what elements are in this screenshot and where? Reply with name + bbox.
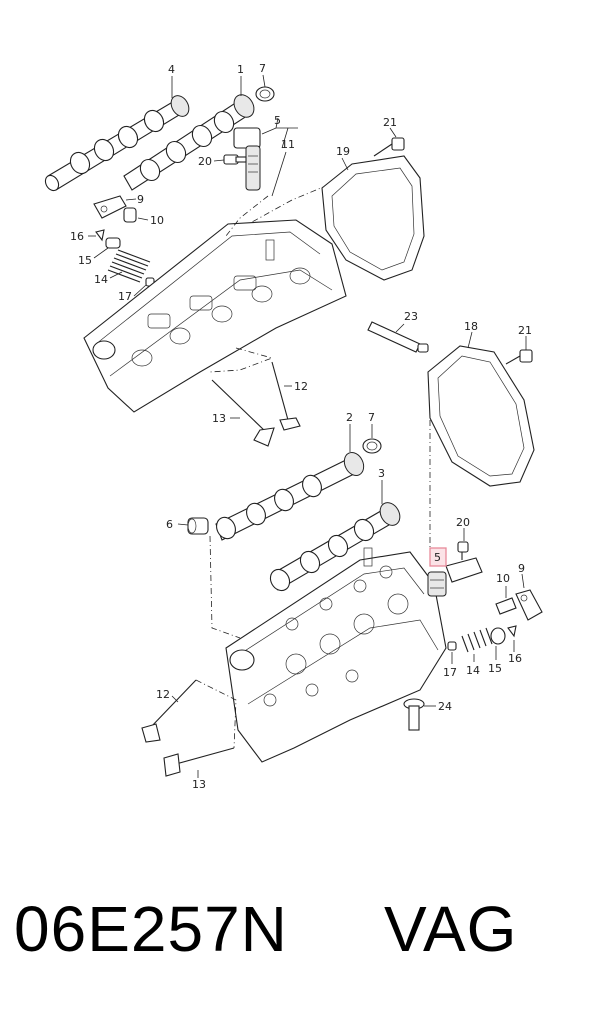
label-16-top: 16	[70, 230, 84, 243]
lifter-10-bottom	[495, 597, 517, 615]
label-7-top: 7	[259, 62, 266, 75]
label-10-bottom: 10	[496, 572, 510, 585]
bolt-21-mid	[505, 349, 533, 365]
label-9-bottom: 9	[518, 562, 525, 575]
camshaft-1	[123, 94, 255, 191]
valve-13-bottom	[163, 747, 235, 777]
cover-18	[427, 345, 535, 487]
label-17-bottom: 17	[443, 666, 457, 679]
bolt-21-top	[373, 137, 405, 157]
retainer-15-top	[105, 237, 121, 249]
label-10-top: 10	[150, 214, 164, 227]
rocker-9-top	[93, 195, 127, 219]
label-1: 1	[237, 63, 244, 76]
label-18: 18	[464, 320, 478, 333]
seal-7-top	[255, 86, 275, 102]
brand-name: VAG	[384, 893, 518, 965]
cylinder-head-bottom	[225, 547, 447, 763]
label-20-top: 20	[198, 155, 212, 168]
label-21-mid: 21	[518, 324, 532, 337]
label-19: 19	[336, 145, 350, 158]
camshaft-4	[44, 95, 190, 192]
label-4: 4	[168, 63, 175, 76]
camshaft-3	[269, 502, 401, 592]
camshaft-adjuster-valve-5-top	[233, 127, 261, 191]
label-15-bottom: 15	[488, 662, 502, 675]
keepers-16-bottom	[507, 625, 517, 638]
label-20-bottom: 20	[456, 516, 470, 529]
part-6	[187, 517, 209, 535]
cylinder-head-top	[83, 219, 347, 413]
label-12-bottom: 12	[156, 688, 170, 701]
spring-14-bottom	[461, 627, 493, 653]
highlight-box-5	[429, 547, 447, 567]
cover-19	[321, 155, 425, 281]
label-6: 6	[166, 518, 173, 531]
label-5-top: 5	[274, 114, 281, 127]
label-15-top: 15	[78, 254, 92, 267]
label-17-top: 17	[118, 290, 132, 303]
label-9-top: 9	[137, 193, 144, 206]
label-24: 24	[438, 700, 452, 713]
label-12-top: 12	[294, 380, 308, 393]
label-13-top: 13	[212, 412, 226, 425]
valve-13-top	[211, 379, 275, 447]
label-2: 2	[346, 411, 353, 424]
label-3: 3	[378, 467, 385, 480]
label-16-bottom: 16	[508, 652, 522, 665]
exploded-parts-diagram: 4 1 7 5 11 20 9 10 16	[44, 62, 543, 791]
label-7-mid: 7	[368, 411, 375, 424]
label-14-bottom: 14	[466, 664, 480, 677]
retainer-15-bottom	[490, 627, 506, 645]
bolt-20-bottom	[457, 541, 469, 560]
part-number: 06E257N	[14, 893, 288, 965]
keepers-16-top	[95, 229, 105, 242]
seal-7-mid	[362, 438, 382, 454]
rocker-9-bottom	[515, 589, 543, 621]
valve-12-top	[271, 361, 301, 431]
label-5-bottom: 5	[434, 551, 441, 564]
bolt-20-top	[223, 154, 247, 165]
label-14-top: 14	[94, 273, 108, 286]
lifter-10-top	[123, 207, 137, 223]
label-21-top: 21	[383, 116, 397, 129]
valve-12-bottom	[141, 679, 197, 743]
label-23: 23	[404, 310, 418, 323]
bolt-24	[403, 698, 425, 731]
camshaft-adjuster-valve-5	[427, 557, 483, 597]
camshaft-2	[215, 452, 365, 541]
spring-14-top	[107, 249, 151, 283]
seal-17-bottom	[447, 641, 457, 651]
label-11: 11	[281, 138, 295, 151]
sealant-tube-23	[367, 321, 429, 353]
label-13-bottom: 13	[192, 778, 206, 791]
